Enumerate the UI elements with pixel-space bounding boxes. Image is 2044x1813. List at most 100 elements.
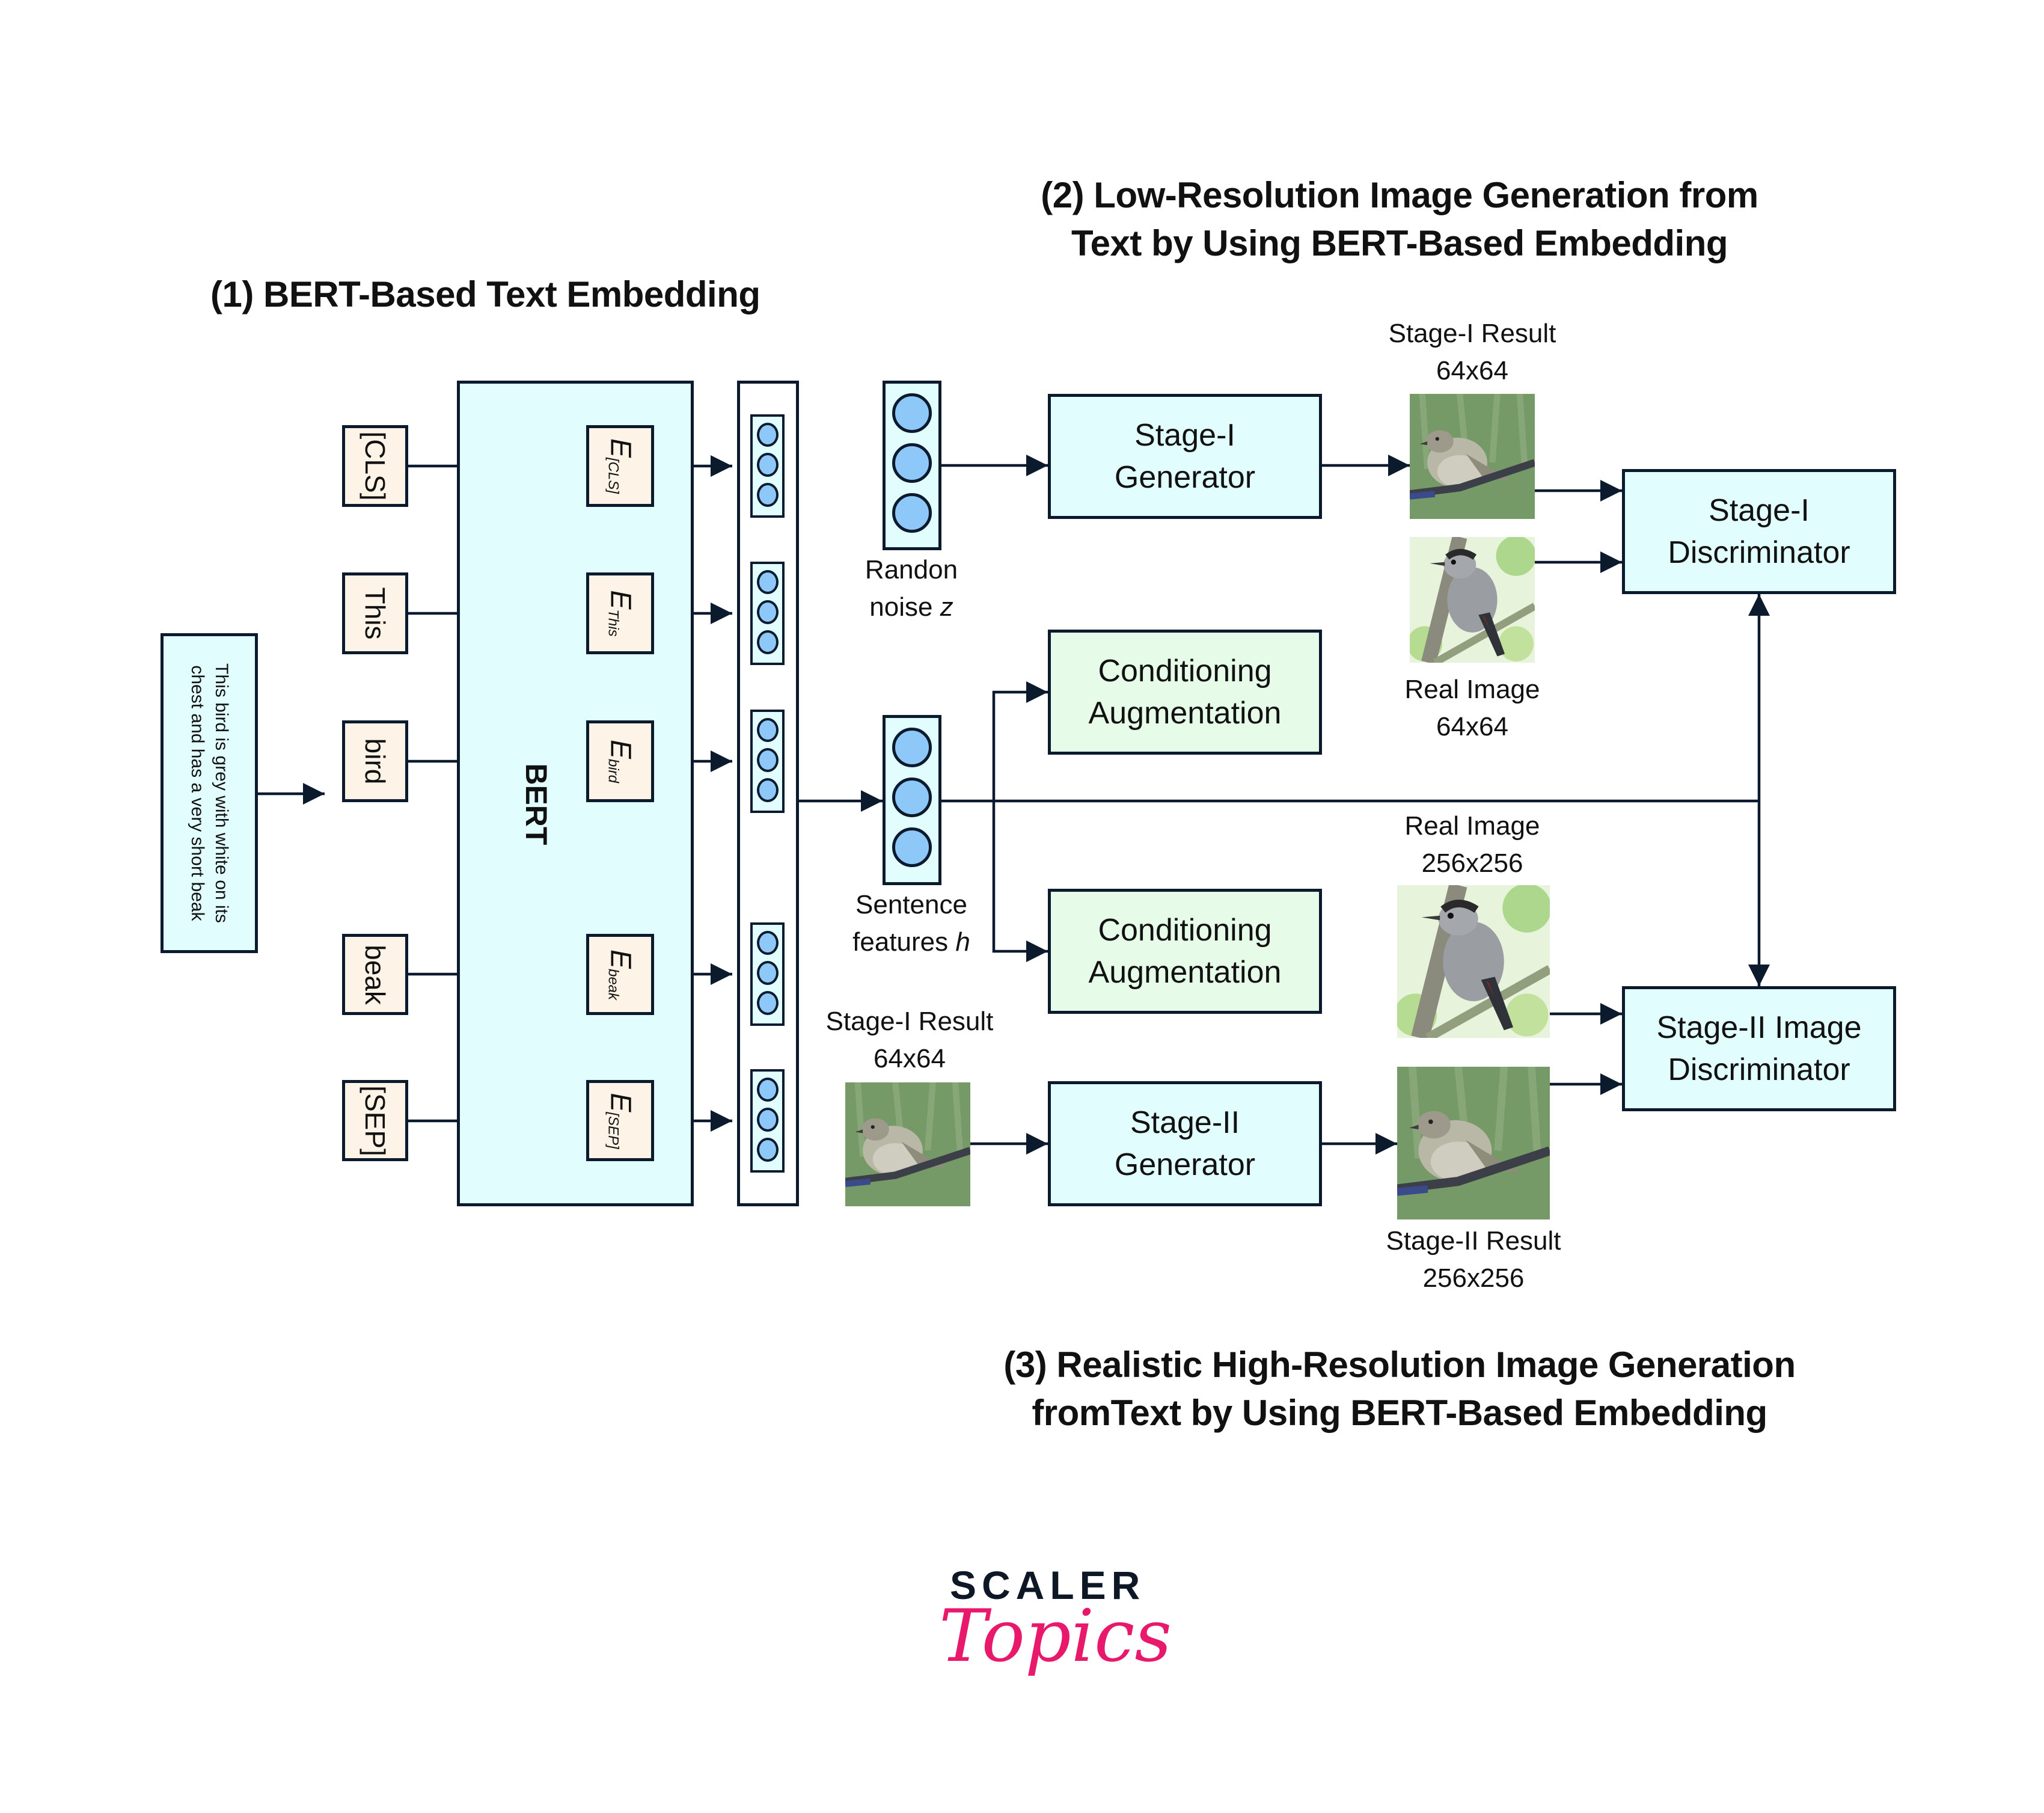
stage1-result-top-image (1410, 394, 1535, 519)
embedding-label: EThis (604, 590, 636, 637)
bert-block: BERT (457, 381, 694, 1206)
real-256-image (1397, 885, 1550, 1038)
vector-node (757, 600, 779, 624)
real-bird-picture (1410, 537, 1535, 663)
arrow-to-ca-bottom (992, 801, 1048, 962)
stage1-generator-line2: Generator (1114, 460, 1256, 495)
input-sentence-line1: This bird is grey with white on its (212, 663, 231, 923)
vector-node (757, 961, 779, 985)
input-sentence-box: This bird is grey with white on its ches… (161, 633, 258, 953)
vector-node (757, 778, 779, 802)
logo-scaler-text: SCALER (950, 1563, 1146, 1607)
ca-bottom-line1: Conditioning (1098, 913, 1272, 948)
noise-caption-line2: noise (869, 592, 933, 622)
arrow-to-ca-top (992, 681, 1048, 801)
token-vector (750, 922, 785, 1026)
token-vector (750, 1069, 785, 1173)
stage1-result-bottom-line1: Stage-I Result (825, 1007, 994, 1036)
stage2-result-line1: Stage-II Result (1386, 1226, 1561, 1256)
vector-node (757, 718, 779, 742)
vector-node (757, 991, 779, 1015)
vector-node (757, 1078, 779, 1102)
real-256-line1: Real Image (1404, 811, 1540, 841)
stage1-result-bottom-caption: Stage-I Result 64x64 (826, 1003, 994, 1078)
ca-top-line2: Augmentation (1088, 696, 1282, 731)
input-sentence-text: This bird is grey with white on its ches… (185, 663, 233, 923)
title-section-3-line2: fromText by Using BERT-Based Embedding (1032, 1393, 1767, 1433)
embedding-box: E[CLS] (586, 425, 654, 507)
stage1-discriminator-line1: Stage-I (1709, 493, 1810, 528)
title-section-2: (2) Low-Resolution Image Generation from… (1041, 171, 1758, 268)
title-section-1: (1) BERT-Based Text Embedding (210, 274, 760, 314)
generated-bird-picture (1410, 394, 1535, 519)
real-256-line2: 256x256 (1421, 848, 1523, 878)
stage1-discriminator-block: Stage-I Discriminator (1622, 469, 1896, 594)
token-box: [SEP] (342, 1080, 408, 1161)
vector-node (892, 827, 932, 867)
token-box: This (342, 572, 408, 654)
real-64-line1: Real Image (1404, 675, 1540, 704)
token-label: [SEP] (360, 1085, 391, 1156)
stage1-result-top-caption: Stage-I Result 64x64 (1389, 315, 1556, 390)
ca-top-line1: Conditioning (1098, 654, 1272, 689)
real-bird-picture (1397, 885, 1550, 1038)
noise-caption: Randon noise z (865, 551, 958, 626)
stage2-result-line2: 256x256 (1422, 1263, 1525, 1293)
embedding-label: E[SEP] (604, 1092, 636, 1149)
title-section-2-line1: (2) Low-Resolution Image Generation from (1041, 175, 1758, 215)
stage1-generator-line1: Stage-I (1134, 418, 1235, 453)
vector-node (892, 493, 932, 533)
stage1-result-bottom-line2: 64x64 (874, 1044, 946, 1073)
vector-node (757, 453, 779, 477)
sentence-variable: h (955, 927, 970, 957)
sentence-caption-line2: features (852, 927, 949, 957)
token-label: This (360, 587, 391, 640)
vector-node (757, 483, 779, 507)
vector-node (892, 778, 932, 817)
sentence-caption-line1: Sentence (855, 890, 967, 919)
title-section-3: (3) Realistic High-Resolution Image Gene… (1003, 1341, 1796, 1437)
token-label: [CLS] (360, 431, 391, 501)
vector-node (757, 570, 779, 594)
stage1-generator-block: Stage-I Generator (1048, 394, 1322, 519)
stage2-generator-line2: Generator (1114, 1147, 1256, 1182)
vector-node (757, 630, 779, 654)
token-label: beak (360, 944, 391, 1005)
bert-label: BERT (519, 762, 553, 845)
token-label: bird (360, 738, 391, 785)
real-256-caption: Real Image 256x256 (1404, 808, 1540, 882)
token-vector (750, 562, 785, 665)
stage1-result-bottom-image (845, 1082, 970, 1206)
sentence-features-vector (883, 715, 941, 885)
stage1-result-top-line2: 64x64 (1436, 356, 1508, 385)
real-64-line2: 64x64 (1436, 712, 1508, 741)
token-box: beak (342, 934, 408, 1015)
embedding-label: Ebeak (604, 949, 636, 1000)
stage1-result-top-line1: Stage-I Result (1388, 319, 1556, 348)
vector-node (892, 728, 932, 767)
ca-bottom-line2: Augmentation (1088, 955, 1282, 990)
stage2-generator-line1: Stage-II (1130, 1105, 1240, 1140)
embedding-box: E[SEP] (586, 1080, 654, 1161)
stage2-result-caption: Stage-II Result 256x256 (1386, 1222, 1561, 1297)
vector-node (757, 423, 779, 447)
generated-bird-picture (845, 1082, 970, 1206)
real-64-image (1410, 537, 1535, 663)
vector-node (892, 393, 932, 433)
token-vector (750, 414, 785, 518)
stage2-generator-block: Stage-II Generator (1048, 1081, 1322, 1206)
generated-bird-picture (1397, 1067, 1550, 1219)
token-box: bird (342, 720, 408, 802)
embedding-label: Ebird (604, 739, 636, 784)
vector-node (757, 1138, 779, 1162)
stage2-discriminator-line2: Discriminator (1668, 1052, 1850, 1087)
noise-vector (883, 381, 941, 550)
embedding-label: E[CLS] (604, 438, 636, 494)
stage2-result-image (1397, 1067, 1550, 1219)
title-section-2-line2: Text by Using BERT-Based Embedding (1071, 223, 1728, 263)
stage1-discriminator-line2: Discriminator (1668, 535, 1850, 570)
